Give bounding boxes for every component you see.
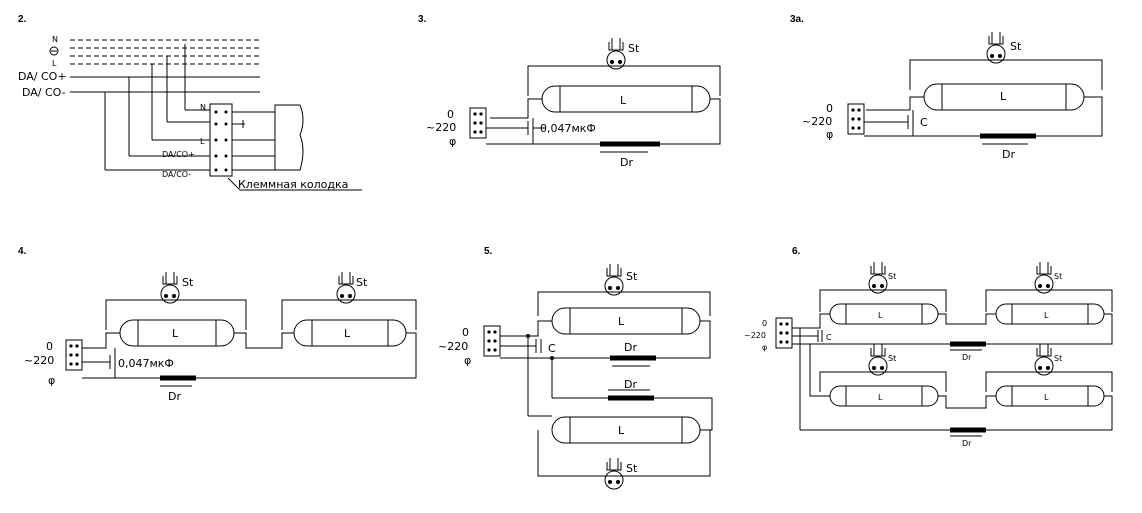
st1-label: St <box>182 276 194 289</box>
dr2-label: Dr <box>624 378 637 391</box>
lamp3-label: L <box>878 393 883 402</box>
phi-label: φ <box>464 354 471 367</box>
st2-label: St <box>626 462 638 475</box>
lamp1-label: L <box>618 315 625 328</box>
v220-label: ~220 <box>438 340 468 353</box>
lamp-label: L <box>1000 90 1007 103</box>
st3-label: St <box>888 354 896 363</box>
n-label: N <box>52 35 58 44</box>
st1-label: St <box>888 272 896 281</box>
lamp-label: L <box>620 94 627 107</box>
v220-label: ~220 <box>426 121 456 134</box>
da-co-plus-label: DA/ CO+ <box>18 70 67 83</box>
dr1-label: Dr <box>962 353 972 362</box>
diagram-6: 6. St L St L Dr 0 ~220 φ C St <box>744 246 1113 448</box>
l-label: L <box>52 59 57 68</box>
diagram-3-number: 3. <box>418 14 427 25</box>
phi-label: φ <box>826 128 833 141</box>
phi-label: φ <box>449 135 456 148</box>
dr-label: Dr <box>168 390 181 403</box>
st1-label: St <box>626 270 638 283</box>
capacitor-label: C <box>548 342 556 355</box>
lamp2-label: L <box>1044 311 1049 320</box>
diagram-3a-number: 3a. <box>790 14 804 25</box>
zero-label: 0 <box>762 319 767 328</box>
diagram-2: 2. N L DA/ CO+ DA/ CO- N L DA/CO+ DA/CO- <box>18 14 362 191</box>
dr2-label: Dr <box>962 439 972 448</box>
lamp2-label: L <box>618 424 625 437</box>
st-label: St <box>1010 40 1022 53</box>
da-co-minus-label: DA/ CO- <box>22 86 66 99</box>
lamp2-tube <box>551 416 701 444</box>
ground-icon <box>49 46 59 56</box>
st2-label: St <box>1054 272 1062 281</box>
st2-label: St <box>356 276 368 289</box>
diagram-3a: 3a. St L 0 ~220 φ C Dr <box>790 14 1103 161</box>
block-da-plus-label: DA/CO+ <box>162 150 195 159</box>
v220-label: ~220 <box>802 115 832 128</box>
st4-label: St <box>1054 354 1062 363</box>
capacitor-label: C <box>826 333 832 342</box>
diagram-5: 5. St L 0 ~220 φ C Dr Dr <box>438 246 713 490</box>
diagram-2-number: 2. <box>18 14 27 25</box>
phi-label: φ <box>762 343 767 352</box>
diagram-5-number: 5. <box>484 246 493 257</box>
terminal-block-label: Клеммная колодка <box>238 178 348 191</box>
zero-label: 0 <box>462 326 469 339</box>
lamp1-tube <box>551 307 701 335</box>
zero-label: 0 <box>826 102 833 115</box>
dr1-label: Dr <box>624 341 637 354</box>
dr-label: Dr <box>620 156 633 169</box>
phi-label: φ <box>48 374 55 387</box>
lamp1-label: L <box>172 327 179 340</box>
v220-label: ~220 <box>24 354 54 367</box>
diagram-3: 3. St L 0 ~220 φ 0,047мкФ Dr <box>418 14 721 169</box>
zero-label: 0 <box>46 340 53 353</box>
capacitor-label: 0,047мкФ <box>540 122 596 135</box>
capacitor-label: 0,047мкФ <box>118 357 174 370</box>
fixture-box <box>274 104 304 171</box>
zero-label: 0 <box>447 108 454 121</box>
st-label: St <box>628 42 640 55</box>
diagram-4-number: 4. <box>18 246 27 257</box>
v220-label: ~220 <box>744 331 766 340</box>
dr-label: Dr <box>1002 148 1015 161</box>
lamp4-label: L <box>1044 393 1049 402</box>
lamp2-label: L <box>344 327 351 340</box>
diagram-4: 4. St L St L 0 ~220 φ 0,047мкФ <box>18 246 417 403</box>
capacitor-label: C <box>920 116 928 129</box>
lamp1-label: L <box>878 311 883 320</box>
diagram-6-number: 6. <box>792 246 801 257</box>
block-da-minus-label: DA/CO- <box>162 170 191 179</box>
block-n-label: N <box>200 103 206 112</box>
block-l-label: L <box>200 137 205 146</box>
